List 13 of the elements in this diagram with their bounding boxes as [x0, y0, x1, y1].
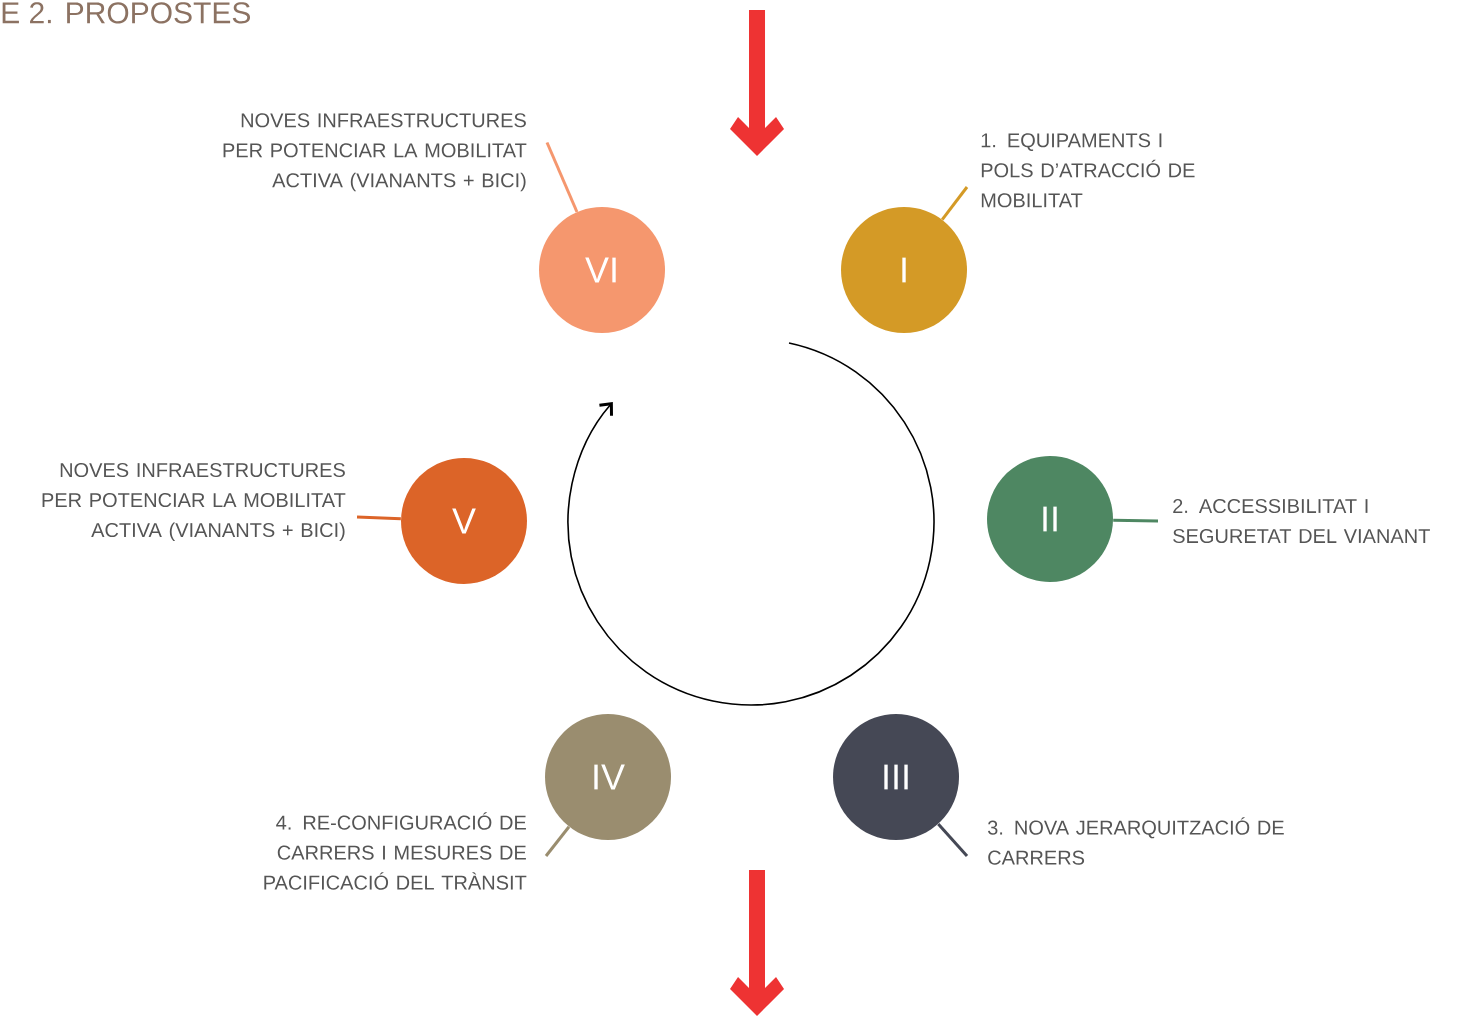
label-text: NOVES INFRAESTRUCTURES PER POTENCIAR LA MOBILITAT ACTIVA (VIANANTS + BICI) [223, 113, 527, 192]
label-text: 1. EQUIPAMENTS I POLS D’ATRACCIÓ DE MOBILITAT [981, 133, 1195, 208]
label-text: NOVES INFRAESTRUCTURES PER POTENCIAR LA MOBILITAT ACTIVA (VIANANTS + BICI) [42, 462, 346, 542]
label-text: 3. NOVA JERARQUITZACIÓ DE CARRERS [988, 817, 1284, 865]
leader-line [544, 825, 571, 857]
leader-line [545, 141, 579, 213]
leader-line [937, 823, 969, 857]
leader-line [356, 515, 401, 521]
title: E 2. PROPOSTES [2, 2, 250, 24]
label-text: 4. RE-CONFIGURACIÓ DE CARRERS I MESURES DE PACIFICACIÓ DEL TRÀNSIT [264, 812, 527, 890]
leader-line [941, 186, 969, 221]
leader-line [1113, 518, 1159, 523]
label-text: 2. ACCESSIBILITAT I SEGURETAT DEL VIANANT [1173, 498, 1430, 544]
